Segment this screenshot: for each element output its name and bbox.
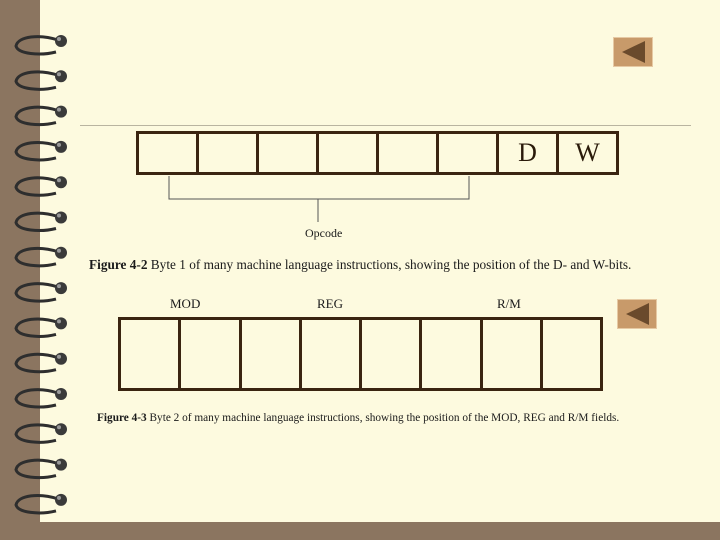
reg-label: REG — [317, 296, 343, 311]
mod-label: MOD — [170, 296, 201, 311]
byte2-bit-3 — [302, 320, 362, 388]
byte2-bit-7 — [543, 320, 600, 388]
figure-4-2-number: Figure 4-2 — [89, 257, 148, 272]
spiral-ring — [14, 105, 67, 127]
rm-label: R/M — [497, 296, 521, 311]
back-arrow-icon — [626, 303, 649, 325]
spiral-ring — [14, 246, 67, 268]
back-arrow-icon — [622, 41, 645, 63]
spiral-ring — [14, 70, 67, 91]
opcode-label: Opcode — [305, 226, 343, 240]
spiral-ring — [14, 176, 67, 197]
horizontal-rule — [80, 125, 691, 126]
byte1-bit-0 — [139, 134, 199, 172]
byte2-register — [118, 317, 603, 391]
figure-4-3-text: Byte 2 of many machine language instruct… — [146, 412, 620, 424]
byte1-bit-7: W — [559, 134, 616, 172]
byte1-bit-5 — [439, 134, 499, 172]
spiral-binding — [14, 35, 67, 515]
byte1-bit-6: D — [499, 134, 559, 172]
byte2-bit-2 — [242, 320, 302, 388]
figure-4-2-text: Byte 1 of many machine language instruct… — [147, 257, 632, 272]
back-button-bottom[interactable] — [617, 299, 657, 329]
spiral-ring — [14, 35, 67, 56]
byte2-bit-0 — [121, 320, 182, 388]
figure-4-3-caption: Figure 4-3 Byte 2 of many machine langua… — [97, 412, 619, 424]
byte1-bit-7-label: W — [575, 138, 600, 167]
opcode-brace — [168, 176, 470, 222]
back-button-top[interactable] — [613, 37, 653, 67]
figure-4-3-number: Figure 4-3 — [97, 412, 147, 424]
figure-4-2-caption: Figure 4-2 Byte 1 of many machine langua… — [89, 257, 631, 273]
spiral-ring — [14, 140, 67, 162]
slide-page — [40, 0, 720, 522]
byte1-bit-4 — [379, 134, 439, 172]
spiral-ring — [14, 317, 67, 338]
spiral-ring — [14, 458, 67, 480]
byte1-bit-2 — [259, 134, 319, 172]
spiral-ring — [14, 388, 67, 409]
byte1-bit-6-label: D — [518, 138, 537, 167]
byte2-bit-4 — [362, 320, 423, 388]
spiral-ring — [14, 352, 67, 374]
byte2-bit-6 — [483, 320, 543, 388]
byte1-bit-1 — [199, 134, 259, 172]
byte2-bit-1 — [181, 320, 242, 388]
spiral-ring — [14, 211, 67, 232]
spiral-ring — [14, 493, 67, 515]
spiral-ring — [14, 282, 67, 303]
byte1-bit-3 — [319, 134, 379, 172]
byte2-bit-5 — [422, 320, 483, 388]
spiral-ring — [14, 423, 67, 444]
